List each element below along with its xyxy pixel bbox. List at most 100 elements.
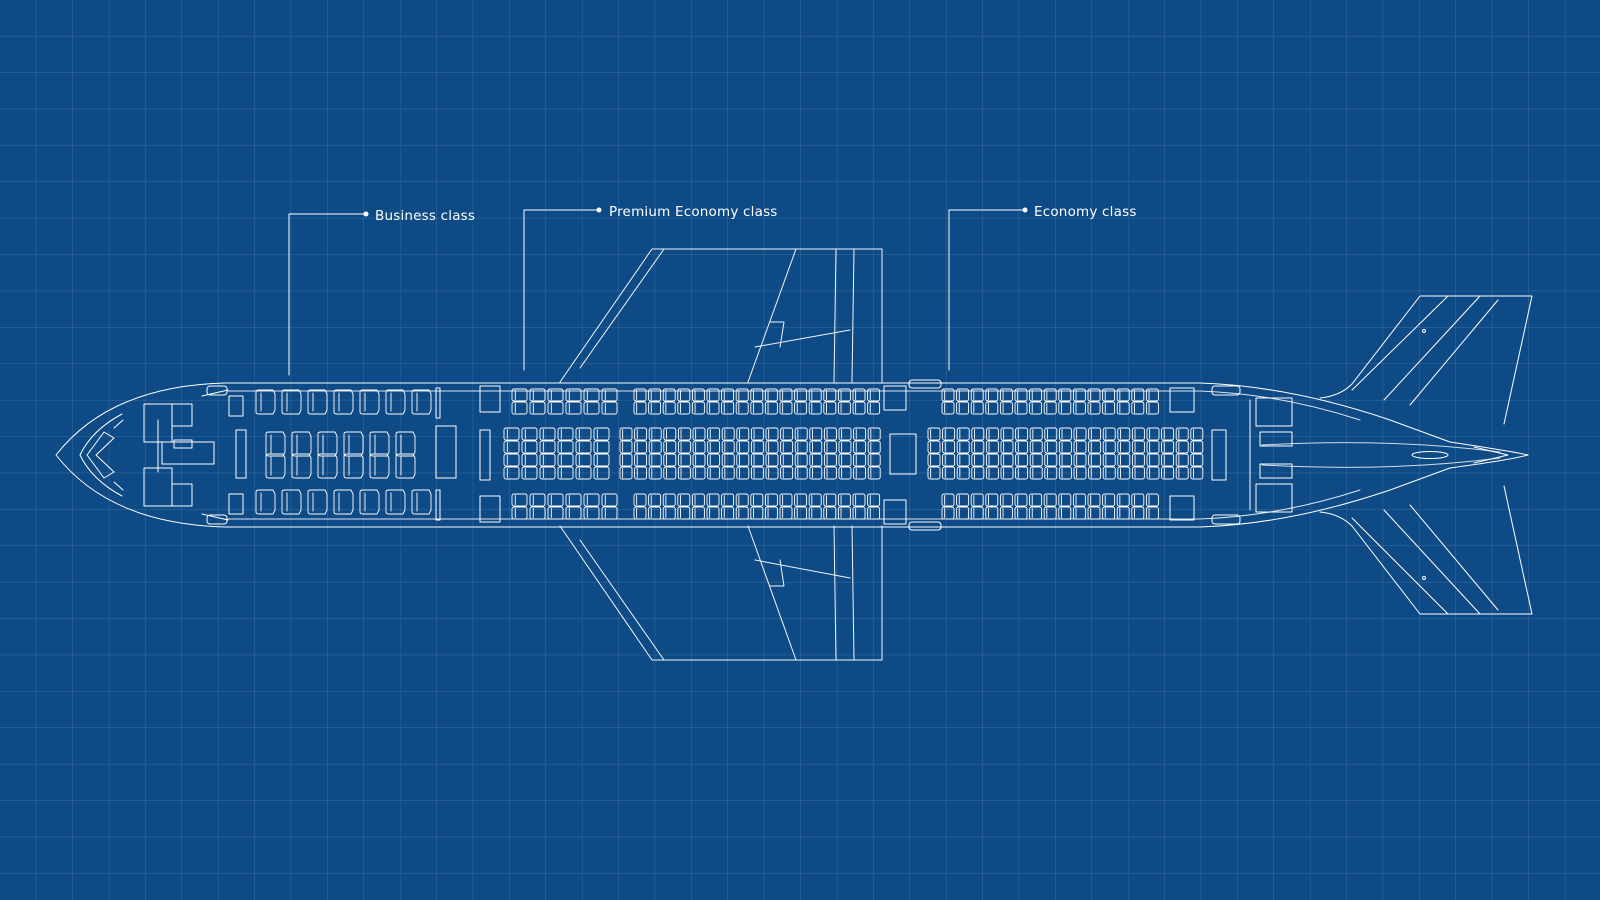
economy-class-label: Economy class [1034, 204, 1137, 220]
seat [529, 388, 546, 402]
seat [521, 453, 538, 467]
seat [942, 453, 956, 467]
seat [575, 427, 592, 441]
seat [1014, 506, 1028, 520]
seat [1058, 493, 1072, 507]
seat [547, 506, 564, 520]
seat [1102, 401, 1116, 415]
seat [663, 427, 677, 441]
seat [648, 506, 662, 520]
seat [1175, 453, 1189, 467]
seat [794, 401, 808, 415]
seat [1117, 440, 1131, 454]
seat [634, 453, 648, 467]
seat [1088, 466, 1102, 480]
seat [1102, 493, 1116, 507]
seat [867, 427, 881, 441]
seat [662, 506, 676, 520]
seat [1043, 506, 1057, 520]
seat [557, 427, 574, 441]
seat [764, 493, 778, 507]
seat [780, 427, 794, 441]
seat [1131, 401, 1145, 415]
seat [529, 493, 546, 507]
seat [942, 466, 956, 480]
business-seat [385, 389, 406, 415]
seat [1087, 401, 1101, 415]
seat [985, 388, 999, 402]
seat [1029, 466, 1043, 480]
seat [1029, 401, 1043, 415]
seat [593, 466, 610, 480]
seat [1058, 466, 1072, 480]
seat [1073, 440, 1087, 454]
seat [985, 466, 999, 480]
seat [691, 493, 705, 507]
seat [1044, 427, 1058, 441]
seat [707, 453, 721, 467]
seat [1058, 440, 1072, 454]
seat [677, 493, 691, 507]
seat [539, 427, 556, 441]
seat [1116, 401, 1130, 415]
seat [765, 440, 779, 454]
seat [956, 388, 970, 402]
business-seat [385, 489, 406, 515]
seat [736, 466, 750, 480]
seat [634, 427, 648, 441]
seat [750, 466, 764, 480]
seat [765, 453, 779, 467]
seat [794, 493, 808, 507]
seat [999, 506, 1013, 520]
seat [1029, 388, 1043, 402]
seat [721, 466, 735, 480]
seat [565, 388, 582, 402]
seat [764, 506, 778, 520]
seat [735, 401, 749, 415]
seat [956, 401, 970, 415]
seat [867, 506, 881, 520]
seat [565, 506, 582, 520]
seat [663, 440, 677, 454]
seat [1146, 466, 1160, 480]
business-seat [281, 389, 302, 415]
callout-leader-lines [288, 207, 1028, 376]
seat [867, 401, 881, 415]
seat [971, 466, 985, 480]
seat [1161, 440, 1175, 454]
seat [1088, 440, 1102, 454]
seat [779, 388, 793, 402]
seat [706, 493, 720, 507]
business-seat [411, 489, 432, 515]
seat [823, 388, 837, 402]
seat [837, 506, 851, 520]
seat [677, 401, 691, 415]
seat [706, 388, 720, 402]
seat [1161, 453, 1175, 467]
seat [1058, 401, 1072, 415]
seat [735, 388, 749, 402]
seat [662, 401, 676, 415]
seat [511, 388, 528, 402]
seat [750, 506, 764, 520]
seat [1015, 440, 1029, 454]
seat [692, 466, 706, 480]
seat [1043, 388, 1057, 402]
seat [1014, 401, 1028, 415]
seat [547, 401, 564, 415]
seat [663, 466, 677, 480]
seat [867, 388, 881, 402]
seat [1145, 506, 1159, 520]
seat [691, 506, 705, 520]
seat [1014, 493, 1028, 507]
seat [750, 493, 764, 507]
seat [942, 427, 956, 441]
seat [999, 401, 1013, 415]
seat [1102, 506, 1116, 520]
seat [677, 427, 691, 441]
seat [837, 388, 851, 402]
seat [780, 453, 794, 467]
seat [956, 493, 970, 507]
seat [971, 453, 985, 467]
seat [1102, 427, 1116, 441]
